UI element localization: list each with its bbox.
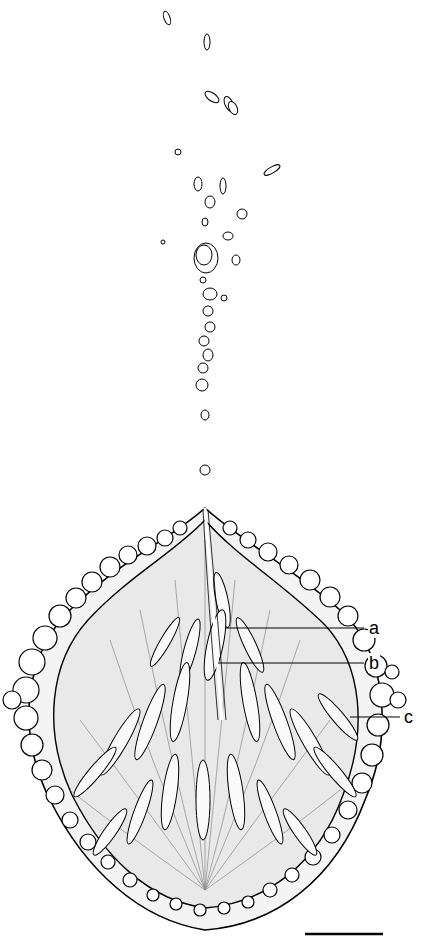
leader-lines — [218, 628, 400, 717]
part-label: c — [403, 707, 414, 727]
ostiole-canal-edge — [203, 510, 226, 720]
part-label: a — [368, 618, 380, 638]
scale-bar — [305, 933, 383, 936]
ascoma-wall — [29, 508, 382, 930]
paraphyses — [70, 540, 340, 890]
discharged-spores — [161, 10, 281, 475]
wall-cells — [3, 521, 406, 916]
part-label: b — [368, 653, 380, 673]
asci — [70, 571, 362, 858]
ostiole-canal — [205, 508, 222, 720]
